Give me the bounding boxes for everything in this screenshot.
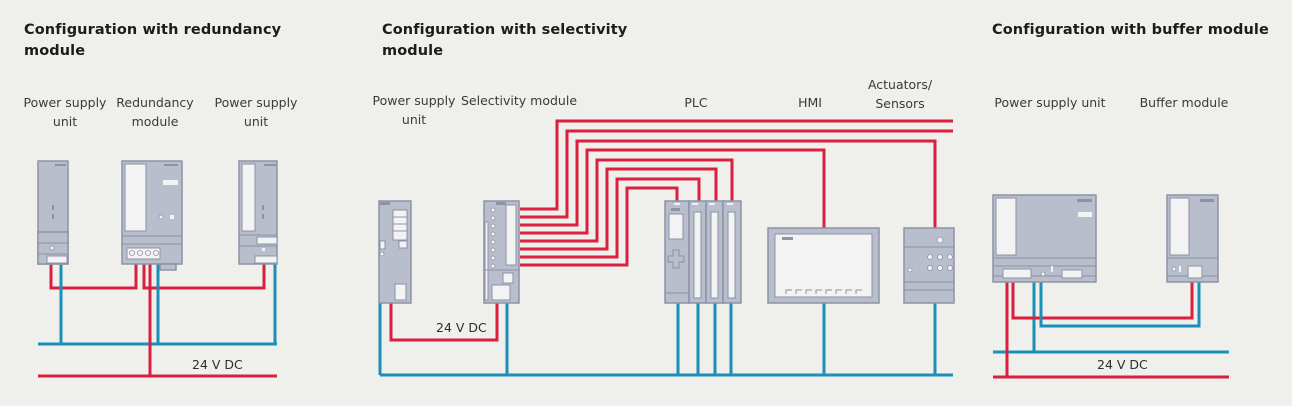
channel-5-wire [520, 158, 734, 243]
channel-7-wire [520, 177, 701, 259]
channel-6-wire [520, 167, 718, 251]
selectivity-module [483, 200, 520, 304]
channel-8-wire [520, 186, 679, 267]
buffer-negative-link [1039, 282, 1201, 328]
selectivity-section-title: Configuration with selectivity module [382, 22, 628, 59]
buffer-module [1166, 194, 1219, 283]
actuators-sensors-module [903, 227, 955, 304]
label-hmi: HMI [798, 95, 822, 110]
label-psu-1: Power supply unit [23, 95, 107, 129]
selectivity-psu [378, 200, 412, 304]
buffer-positive-link [1011, 282, 1194, 320]
bus-label-selectivity: 24 V DC [436, 320, 487, 335]
channel-4-wire [520, 148, 826, 235]
bus-label-redundancy: 24 V DC [192, 357, 243, 372]
label-buffer-module: Buffer module [1139, 95, 1229, 110]
redundancy-wires [38, 264, 277, 378]
label-redundancy-module: Redundancy module [116, 95, 194, 129]
buffer-psu [992, 194, 1097, 283]
redundancy-module [121, 160, 183, 271]
redundancy-psu-1 [37, 160, 69, 265]
channel-1-wire [520, 119, 953, 211]
hmi-panel [767, 227, 880, 304]
label-plc: PLC [684, 95, 708, 110]
label-psu-buf: Power supply unit [994, 95, 1106, 110]
psu2-positive-wire [142, 264, 266, 290]
redundancy-section-title: Configuration with redundancy module [24, 22, 282, 59]
label-psu-2: Power supply unit [214, 95, 298, 129]
label-selectivity-module: Selectivity module [460, 93, 578, 108]
psu-sel-positive-wire [389, 302, 499, 342]
selectivity-wires [378, 119, 953, 377]
label-actuators-sensors: Actuators/ Sensors [867, 77, 933, 111]
label-psu-sel: Power supply unit [372, 93, 456, 127]
channel-2-wire [520, 129, 953, 219]
buffer-wires [993, 282, 1229, 379]
redundancy-psu-2 [238, 160, 278, 265]
plc [664, 200, 742, 304]
buffer-section-title: Configuration with buffer module [992, 22, 1269, 38]
psu1-positive-wire [49, 264, 138, 290]
channel-3-wire [520, 139, 937, 229]
bus-label-buffer: 24 V DC [1097, 357, 1148, 372]
